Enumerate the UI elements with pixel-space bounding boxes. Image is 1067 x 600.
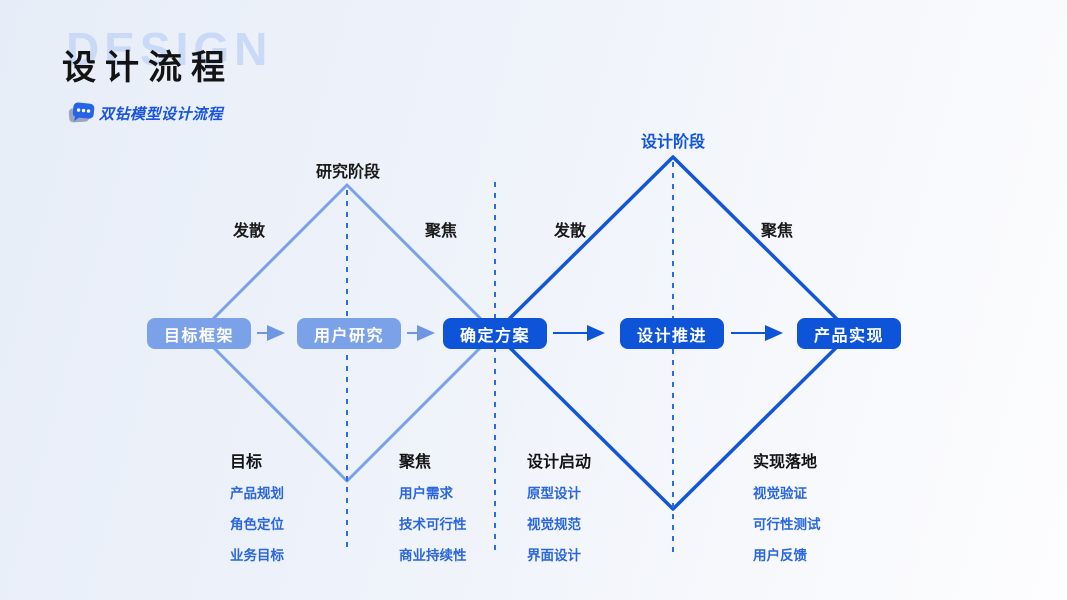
list-item: 角色定位 <box>230 517 284 532</box>
list-item: 用户需求 <box>399 486 453 501</box>
list-item: 可行性测试 <box>753 517 821 532</box>
column-design-start: 设计启动 原型设计 视觉规范 界面设计 <box>527 448 591 575</box>
column-heading: 设计启动 <box>527 454 592 471</box>
step-button-product-realize[interactable]: 产品实现 <box>797 318 901 349</box>
slope-label-converge-1: 聚焦 <box>424 223 458 240</box>
column-heading: 目标 <box>230 454 263 471</box>
column-heading: 聚焦 <box>399 454 432 471</box>
slope-label-converge-2: 聚焦 <box>760 223 794 240</box>
step-button-confirm-plan[interactable]: 确定方案 <box>443 318 547 349</box>
phase-label-research: 研究阶段 <box>315 164 381 181</box>
chat-bubble-icon <box>68 102 95 123</box>
list-item: 原型设计 <box>527 486 581 501</box>
subtitle-row: 双钻模型设计流程 <box>66 100 223 126</box>
list-item: 视觉验证 <box>753 486 807 501</box>
step-button-design-advance[interactable]: 设计推进 <box>620 318 724 349</box>
slope-label-diverge-2: 发散 <box>553 223 587 240</box>
slope-label-diverge-1: 发散 <box>232 223 266 240</box>
list-item: 用户反馈 <box>753 548 807 563</box>
page-title: 设计流程 <box>62 49 234 87</box>
ghost-background-text: DESIGN <box>66 23 273 75</box>
column-converge: 聚焦 用户需求 技术可行性 商业持续性 <box>399 448 467 575</box>
step-button-goal-framework[interactable]: 目标框架 <box>147 318 251 349</box>
subtitle-text: 双钻模型设计流程 <box>99 105 224 123</box>
list-item: 商业持续性 <box>399 548 467 563</box>
column-implementation: 实现落地 视觉验证 可行性测试 用户反馈 <box>753 448 821 575</box>
list-item: 业务目标 <box>230 548 284 563</box>
list-item: 界面设计 <box>527 548 581 563</box>
column-goal: 目标 产品规划 角色定位 业务目标 <box>230 448 284 575</box>
list-item: 视觉规范 <box>527 517 581 532</box>
column-heading: 实现落地 <box>753 454 818 471</box>
list-item: 产品规划 <box>230 486 284 501</box>
step-button-user-research[interactable]: 用户研究 <box>297 318 401 349</box>
phase-label-design: 设计阶段 <box>640 134 706 151</box>
list-item: 技术可行性 <box>399 517 467 532</box>
